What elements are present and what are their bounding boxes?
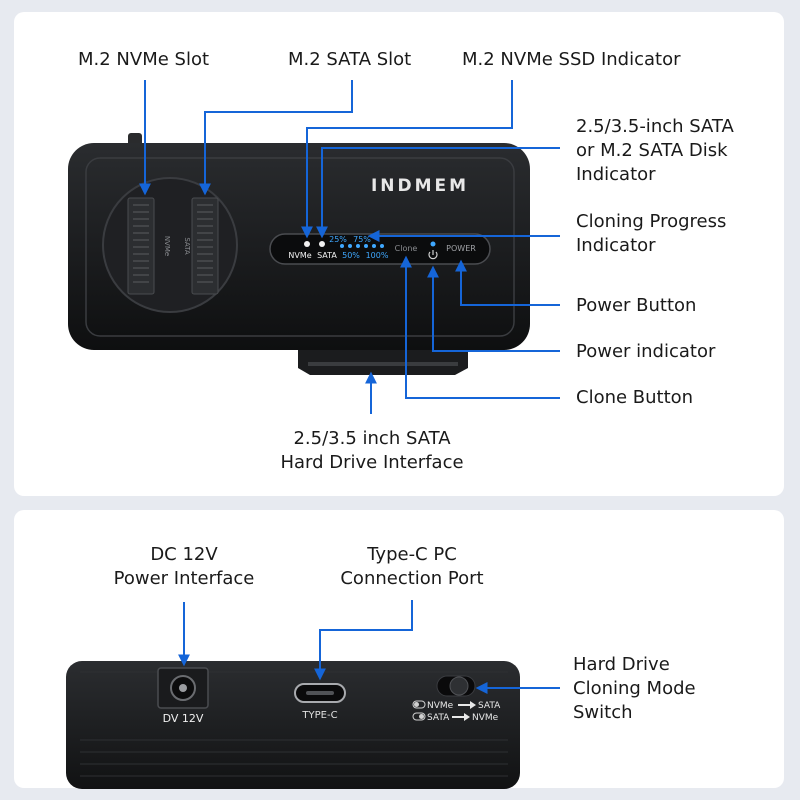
label-power-indicator: Power indicator: [576, 341, 716, 362]
typec-port-label: TYPE-C: [301, 710, 337, 721]
progress-indicator: [340, 244, 384, 248]
power-button[interactable]: POWER: [446, 244, 476, 253]
label-switch-1: Hard Drive: [573, 654, 670, 675]
callout-nvme-indicator: [301, 80, 513, 239]
label-dc-2: Power Interface: [113, 568, 255, 589]
bottom-device: DV 12V TYPE-C NVMe SATA SATA NVMe: [66, 661, 520, 789]
label-sata-interface-1: 2.5/3.5 inch SATA: [293, 428, 451, 449]
sata-led: [319, 241, 325, 247]
label-switch-2: Cloning Mode: [573, 678, 696, 699]
switch-mode-2-to: NVMe: [472, 713, 499, 723]
label-typec-1: Type-C PC: [367, 544, 457, 565]
progress-25: 25%: [329, 235, 347, 244]
slot-label-sata: SATA: [183, 237, 191, 255]
label-dc-1: DC 12V: [150, 544, 218, 565]
label-progress-2: Indicator: [576, 235, 656, 256]
brand-logo: INDMEM: [371, 176, 469, 196]
progress-50: 50%: [342, 251, 360, 260]
dc-port-label: DV 12V: [163, 712, 204, 725]
top-callouts: [139, 80, 560, 414]
label-progress-1: Cloning Progress: [576, 211, 727, 232]
label-sata-indicator-3: Indicator: [576, 164, 656, 185]
control-strip: [269, 233, 491, 265]
label-nvme-indicator: M.2 NVMe SSD Indicator: [462, 49, 681, 70]
switch-mode-1-to: SATA: [478, 701, 501, 711]
arrow-right-icon: [452, 713, 470, 721]
power-led: [430, 241, 436, 247]
label-sata-indicator-2: or M.2 SATA Disk: [576, 140, 728, 161]
callout-power-indicator: [427, 265, 560, 352]
nvme-slot: [127, 197, 155, 295]
clone-button[interactable]: Clone: [395, 244, 418, 253]
label-typec-2: Connection Port: [340, 568, 484, 589]
label-nvme-slot: M.2 NVMe Slot: [78, 49, 210, 70]
led-label-nvme: NVMe: [288, 251, 311, 260]
slot-label-nvme: NVMe: [163, 236, 171, 256]
label-sata-indicator-1: 2.5/3.5-inch SATA: [576, 116, 734, 137]
callout-clone-button: [400, 255, 560, 399]
sata-slot: [191, 197, 219, 295]
led-label-sata: SATA: [317, 251, 337, 260]
top-device: NVMe SATA INDMEM NVMe SATA 25% 75% 50% 1…: [68, 133, 530, 375]
power-icon: [428, 250, 438, 260]
label-power-button: Power Button: [576, 295, 697, 316]
progress-75: 75%: [353, 235, 371, 244]
switch-mode-1: NVMe: [427, 701, 454, 711]
callout-sata-slot: [199, 80, 353, 196]
switch-mode-2: SATA: [427, 713, 450, 723]
arrow-right-icon: [458, 701, 476, 709]
nvme-led: [304, 241, 310, 247]
label-sata-slot: M.2 SATA Slot: [288, 49, 412, 70]
callout-typec: [314, 600, 413, 681]
callout-power-button: [455, 259, 560, 306]
progress-100: 100%: [366, 251, 389, 260]
label-sata-interface-2: Hard Drive Interface: [280, 452, 464, 473]
label-clone-button: Clone Button: [576, 387, 694, 408]
bottom-callouts: [178, 600, 560, 694]
label-switch-3: Switch: [573, 702, 633, 723]
sata-connector: [298, 346, 468, 375]
callout-sata-indicator: [316, 147, 560, 239]
